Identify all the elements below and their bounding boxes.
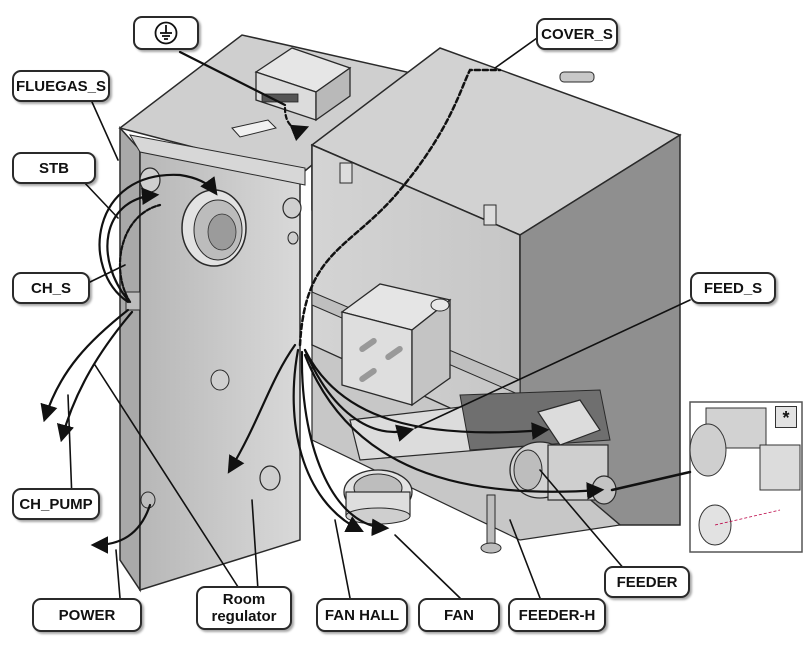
cable-stb-leader xyxy=(81,179,119,219)
label-room-regulator-line1: Room xyxy=(222,591,266,608)
label-fan-hall-text: FAN HALL xyxy=(324,606,400,624)
label-feed-s: FEED_S xyxy=(690,272,776,304)
cable-ground-dashed xyxy=(283,106,310,142)
fan-vent-1 xyxy=(359,337,377,353)
label-fluegas-s: FLUEGAS_S xyxy=(12,70,110,102)
detail-inset-axis xyxy=(714,509,781,526)
boiler-leg xyxy=(486,494,496,546)
label-ch-s-text: CH_S xyxy=(30,279,71,297)
label-feeder-h: FEEDER-H xyxy=(508,598,606,632)
cable-room-regulator xyxy=(227,343,297,474)
label-cover-s: COVER_S xyxy=(536,18,618,50)
feeder-motor-face xyxy=(513,449,543,491)
cable-cover-s xyxy=(298,68,502,347)
label-fan-text: FAN xyxy=(444,606,474,624)
detail-inset-motor-face xyxy=(689,423,727,477)
hinge-right xyxy=(483,204,497,226)
label-ch-s: CH_S xyxy=(12,272,90,304)
cable-fluegas-leader xyxy=(91,101,119,161)
label-fan-hall: FAN HALL xyxy=(316,598,408,632)
label-room-regulator: Room regulator xyxy=(196,586,292,630)
label-feeder-text: FEEDER xyxy=(616,573,678,591)
cable-fan xyxy=(300,350,390,537)
cable-ch-pump-leader xyxy=(67,394,73,501)
fan-drum-bottom xyxy=(345,507,411,525)
ground-label-box xyxy=(133,16,199,50)
cable-feeder-h xyxy=(303,353,605,500)
label-feeder-h-text: FEEDER-H xyxy=(518,606,596,624)
cable-ch-pump xyxy=(40,308,130,423)
label-ch-pump: CH_PUMP xyxy=(12,488,100,520)
boiler-front-strip xyxy=(129,134,306,186)
label-fluegas-s-text: FLUEGAS_S xyxy=(15,77,106,95)
cable-feeder-h-leader xyxy=(509,519,541,599)
ground-icon xyxy=(154,21,178,45)
label-feed-s-text: FEED_S xyxy=(703,279,763,297)
cable-fan-hall xyxy=(292,348,364,532)
cable-feeder xyxy=(303,348,550,440)
cable-ground xyxy=(178,50,287,107)
cable-room-regulator-leader-1 xyxy=(94,364,241,591)
power-socket xyxy=(140,491,156,509)
feeder-gearbox xyxy=(537,399,601,446)
cable-ch-s xyxy=(118,203,162,304)
label-fan: FAN xyxy=(418,598,500,632)
fitting-middle xyxy=(210,369,230,391)
cable-ch-pump-2 xyxy=(56,310,134,443)
cable-feed-s-leader xyxy=(414,299,691,429)
flue-outlet-hole xyxy=(207,213,237,251)
hinge-left xyxy=(339,162,353,184)
detail-marker: * xyxy=(775,406,797,428)
label-stb-text: STB xyxy=(39,159,69,177)
cable-fluegas xyxy=(98,173,218,304)
detail-marker-text: * xyxy=(782,408,790,428)
fan-cap xyxy=(430,298,450,312)
label-power-text: POWER xyxy=(58,606,116,624)
fan-vent-3 xyxy=(359,367,377,383)
cable-stb xyxy=(106,187,160,302)
fitting-bottom xyxy=(259,465,281,491)
cable-room-regulator-leader-2 xyxy=(251,499,259,591)
boiler-left-side xyxy=(119,126,141,593)
label-ch-pump-text: CH_PUMP xyxy=(19,495,93,513)
fitting-right-top xyxy=(282,197,302,219)
label-stb: STB xyxy=(12,152,96,184)
cable-cover-s-leader xyxy=(494,37,538,69)
label-feeder: FEEDER xyxy=(604,566,690,598)
cable-feeder-leader xyxy=(539,469,626,571)
cable-fan-leader xyxy=(394,534,461,599)
fitting-right-small xyxy=(287,231,299,245)
control-box-side xyxy=(315,66,351,122)
label-room-regulator-line2: regulator xyxy=(211,608,277,625)
top-slot xyxy=(231,119,277,138)
cable-power-leader xyxy=(115,549,121,599)
label-cover-s-text: COVER_S xyxy=(541,25,613,43)
label-power: POWER xyxy=(32,598,142,632)
cables xyxy=(40,37,692,599)
boiler-foot xyxy=(480,542,502,554)
cable-feed-s xyxy=(303,348,415,442)
detail-inset-housing xyxy=(759,444,801,491)
cable-power xyxy=(90,503,152,554)
hopper-handle xyxy=(559,71,595,83)
inset-connector xyxy=(610,470,692,492)
fan-vent-2 xyxy=(385,345,403,361)
cable-fan-hall-leader xyxy=(334,519,351,599)
